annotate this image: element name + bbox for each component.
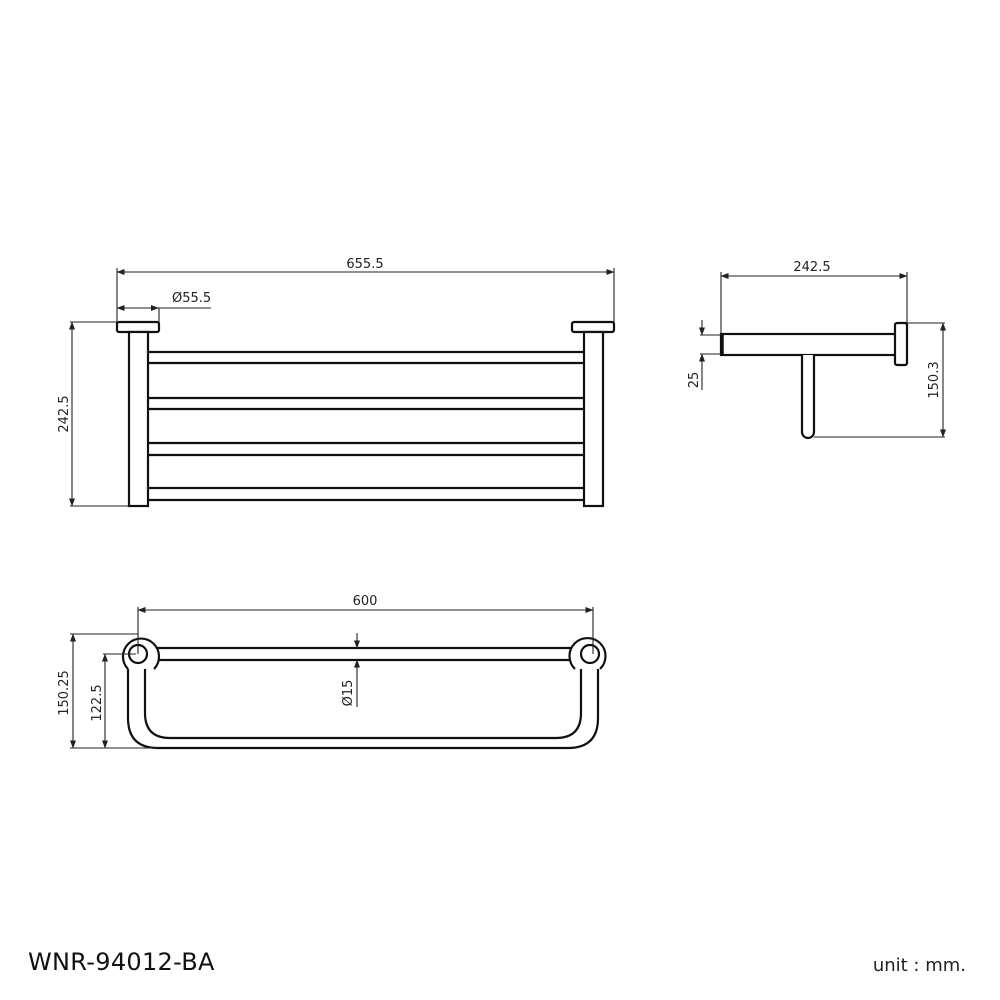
side-support-rod bbox=[800, 355, 816, 440]
u-tube-outer bbox=[126, 660, 600, 750]
dim-label-inner-depth: 122.5 bbox=[90, 684, 105, 721]
dimension-bar-length: 600 bbox=[137, 594, 594, 654]
right-post bbox=[582, 330, 605, 508]
dimension-tube-diameter: Ø15 bbox=[341, 633, 360, 707]
dimension-depth: 242.5 bbox=[720, 260, 908, 334]
side-view: 242.5 25 150.3 bbox=[687, 260, 946, 440]
left-post bbox=[127, 330, 150, 508]
dim-label-overall-width: 655.5 bbox=[346, 257, 383, 272]
side-arm bbox=[719, 332, 898, 357]
dim-label-depth: 242.5 bbox=[793, 260, 830, 275]
dim-label-tube-diameter: Ø15 bbox=[341, 680, 356, 707]
unit-label: unit : mm. bbox=[872, 955, 966, 976]
dim-label-flange-diameter: Ø55.5 bbox=[172, 291, 211, 306]
top-view: 600 Ø15 150.25 122.5 bbox=[57, 594, 607, 750]
left-flange bbox=[115, 320, 161, 334]
dimension-side-height: 150.3 bbox=[814, 322, 946, 438]
dimension-inner-depth: 122.5 bbox=[90, 653, 136, 749]
dim-label-flange-thickness: 25 bbox=[687, 372, 702, 389]
dimension-flange-thickness: 25 bbox=[687, 320, 721, 390]
right-flange bbox=[570, 320, 616, 334]
dim-label-outer-depth: 150.25 bbox=[57, 670, 72, 716]
dim-label-height: 242.5 bbox=[57, 395, 72, 432]
dim-label-bar-length: 600 bbox=[353, 594, 378, 609]
model-number: WNR-94012-BA bbox=[28, 948, 215, 976]
dim-label-side-height: 150.3 bbox=[927, 361, 942, 398]
shelf-bars bbox=[148, 350, 584, 502]
dimension-outer-depth: 150.25 bbox=[57, 633, 158, 749]
right-bar-end bbox=[579, 643, 601, 665]
front-view: 655.5 Ø55.5 242.5 bbox=[57, 257, 616, 508]
dimension-flange-diameter: Ø55.5 bbox=[116, 291, 211, 322]
dimension-height: 242.5 bbox=[57, 321, 129, 507]
u-tube-inner bbox=[143, 662, 583, 740]
dimension-overall-width: 655.5 bbox=[116, 257, 615, 322]
side-flange bbox=[893, 321, 909, 367]
